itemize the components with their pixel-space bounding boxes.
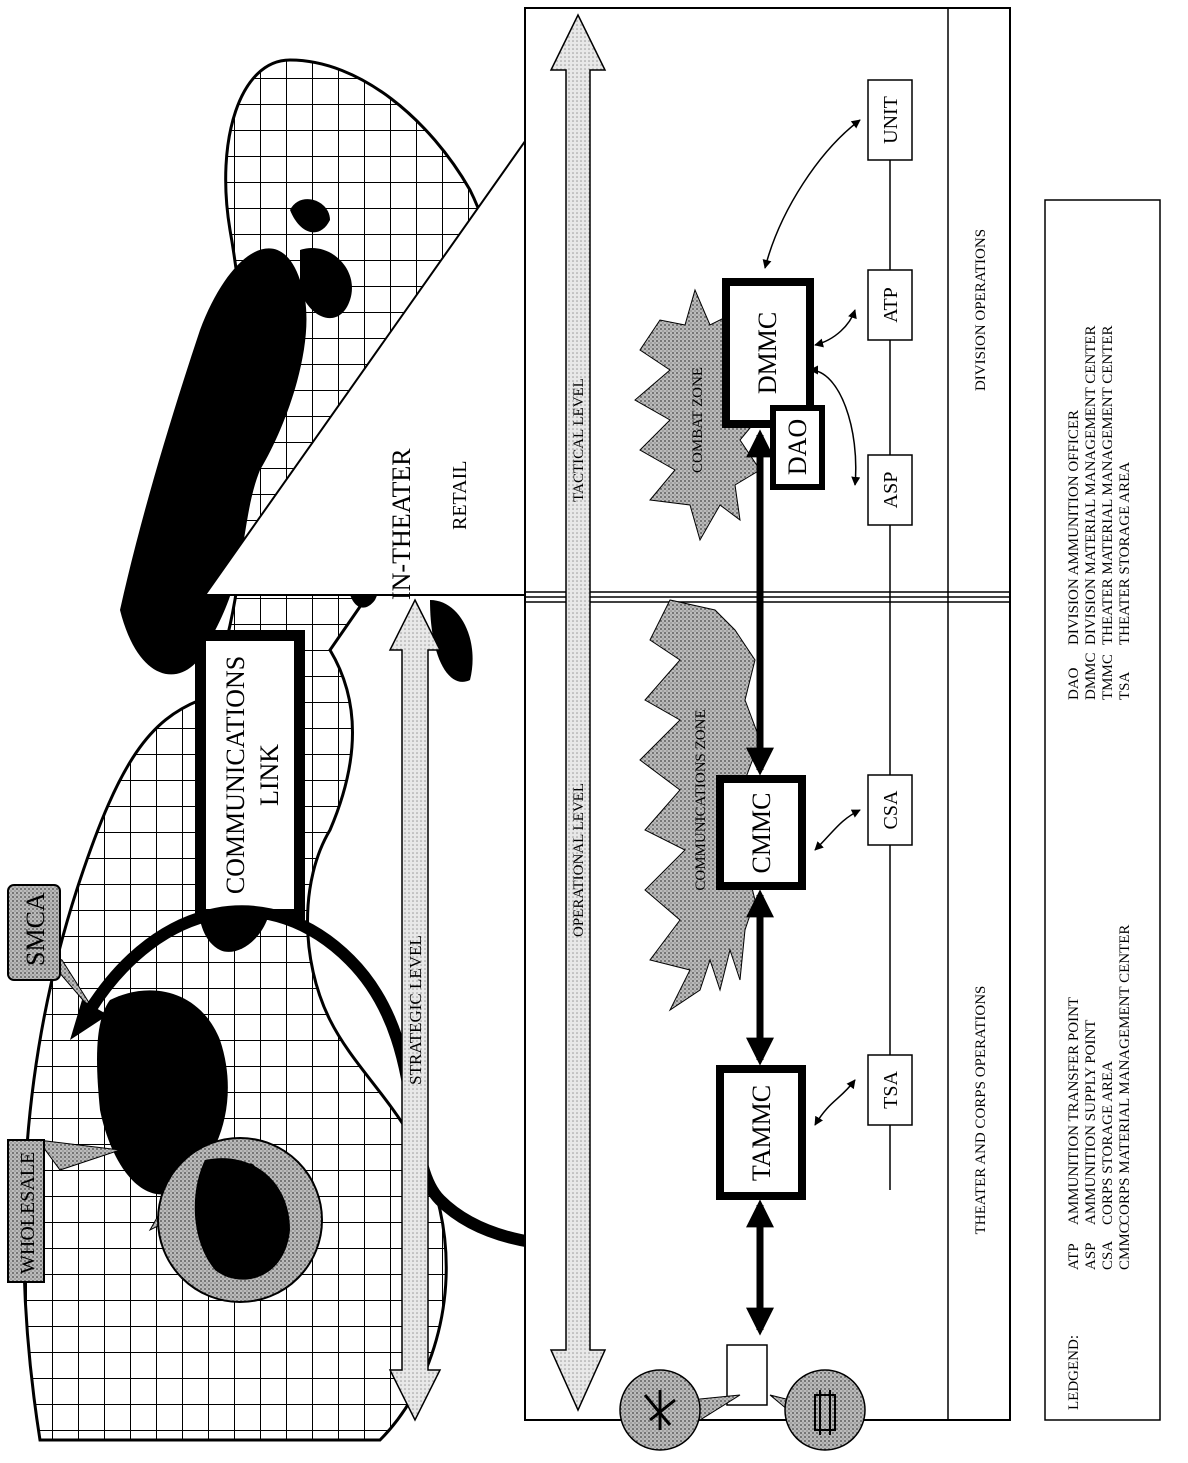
cmmc-node: CMMC: [716, 775, 806, 890]
comm-link-line1: COMMUNICATIONS: [221, 656, 250, 894]
origin-box: [619, 1344, 866, 1451]
csa-label: CSA: [880, 790, 902, 829]
theater-corps-operations-label: THEATER AND CORPS OPERATIONS: [973, 986, 989, 1235]
strategic-level-label: STRATEGIC LEVEL: [406, 935, 425, 1085]
tsa-node: TSA: [867, 1054, 913, 1126]
unit-node: UNIT: [867, 79, 913, 161]
legend-desc-asp: AMMUNITION SUPPLY POINT: [1083, 1020, 1099, 1225]
legend-desc-cmmc: CORPS MATERIAL MANAGEMENT CENTER: [1117, 925, 1133, 1225]
operational-level-label: OPERATIONAL LEVEL: [571, 783, 587, 937]
unit-label: UNIT: [880, 96, 902, 144]
depots-label: DEPOTS: [232, 1162, 261, 1260]
dmmc-node: DMMC: [722, 278, 814, 428]
atp-label: ATP: [880, 287, 902, 323]
communications-link-box: COMMUNICATIONS LINK: [195, 630, 305, 920]
legend-abbr-tmmc: TMMC: [1100, 654, 1116, 700]
asp-node: ASP: [867, 454, 913, 526]
comm-link-line2: LINK: [255, 744, 284, 806]
dao-node: DAO: [770, 405, 825, 490]
depots-bubble: DEPOTS: [148, 1137, 323, 1303]
division-operations-label: DIVISION OPERATIONS: [973, 229, 989, 391]
combat-zone-label: COMBAT ZONE: [690, 367, 706, 473]
legend-box: LEDGEND: ATP AMMUNITION TRANSFER POINT A…: [1044, 199, 1161, 1421]
legend-abbr-dao: DAO: [1066, 667, 1082, 700]
in-theater-label: IN-THEATER: [387, 448, 416, 600]
strategic-level-arrow: STRATEGIC LEVEL: [388, 598, 442, 1422]
legend-abbr-atp: ATP: [1066, 1243, 1082, 1270]
legend-desc-csa: CORPS STORAGE AREA: [1100, 1061, 1116, 1225]
operations-panel: OPERATIONAL LEVEL TACTICAL LEVEL COMMUNI…: [524, 7, 1011, 1421]
tammc-node: TAMMC: [716, 1065, 806, 1200]
cmmc-label: CMMC: [747, 793, 776, 874]
retail-label: RETAIL: [449, 461, 471, 531]
dmmc-label: DMMC: [753, 312, 782, 394]
tsa-label: TSA: [880, 1071, 902, 1109]
legend-abbr-asp: ASP: [1083, 1242, 1099, 1270]
legend-desc-tmmc: THEATER MATERIAL MANAGEMENT CENTER: [1100, 325, 1116, 645]
wholesale-label: WHOLESALE: [17, 1152, 39, 1274]
legend-desc-dao: DIVISION AMMUNITION OFFICER: [1066, 410, 1082, 645]
atp-node: ATP: [867, 269, 913, 341]
legend-desc-atp: AMMUNITION TRANSFER POINT: [1066, 997, 1082, 1225]
tammc-label: TAMMC: [747, 1085, 776, 1181]
in-theater-wedge: IN-THEATER RETAIL: [203, 116, 541, 600]
dao-label: DAO: [783, 419, 812, 475]
wholesale-callout: WHOLESALE: [7, 1139, 121, 1283]
csa-node: CSA: [867, 774, 913, 846]
asp-label: ASP: [880, 472, 902, 509]
legend-abbr-csa: CSA: [1100, 1241, 1116, 1270]
legend-abbr-cmmc: CMMC: [1117, 1223, 1133, 1270]
smca-label: SMCA: [21, 892, 50, 966]
legend-desc-tsa: THEATER STORAGE AREA: [1117, 462, 1133, 645]
legend-abbr-dmmc: DMMC: [1083, 652, 1099, 700]
tactical-level-label: TACTICAL LEVEL: [571, 378, 587, 502]
communications-zone-label: COMMUNICATIONS ZONE: [693, 709, 709, 890]
legend-desc-dmmc: DIVISION MATERIAL MANAGEMENT CENTER: [1083, 325, 1099, 645]
legend-abbr-tsa: TSA: [1117, 671, 1133, 700]
legend-title: LEDGEND:: [1066, 1335, 1082, 1410]
